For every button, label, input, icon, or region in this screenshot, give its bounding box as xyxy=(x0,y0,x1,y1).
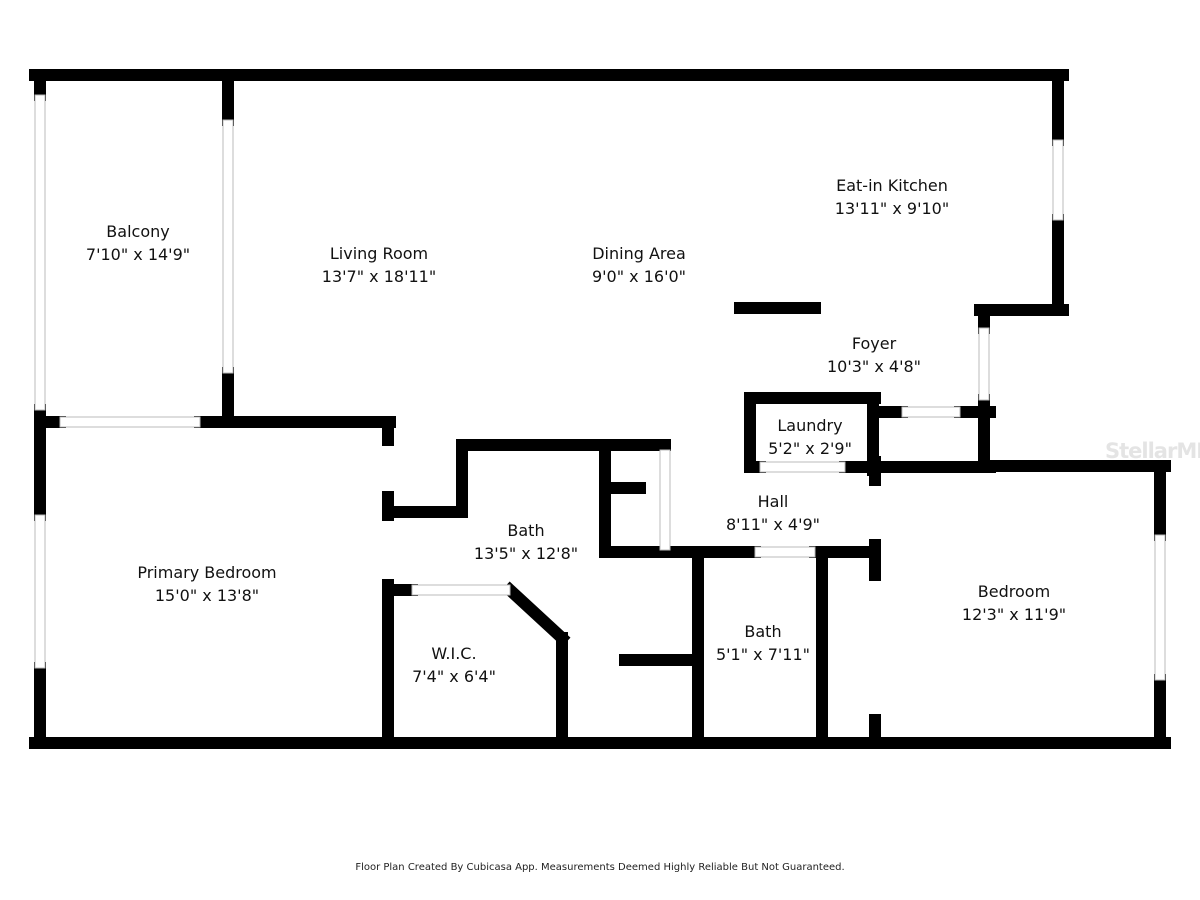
window-or-door-opening xyxy=(1154,534,1166,681)
window-or-door-opening xyxy=(34,514,46,669)
window-or-door-opening xyxy=(754,546,816,558)
footer-disclaimer: Floor Plan Created By Cubicasa App. Meas… xyxy=(355,862,845,873)
window-or-door-opening xyxy=(34,94,46,411)
window-or-door-opening xyxy=(222,119,234,374)
window-or-door-opening xyxy=(59,416,201,428)
window-or-door-opening xyxy=(978,327,990,401)
room-label-wic: W.I.C.7'4" x 6'4" xyxy=(412,644,496,686)
window-or-door-opening xyxy=(659,449,671,551)
window-or-door-opening xyxy=(1052,139,1064,221)
window-or-door-opening xyxy=(759,461,846,473)
watermark: StellarMLS xyxy=(1105,439,1200,463)
wall xyxy=(501,581,571,647)
window-or-door-opening xyxy=(901,406,961,418)
window-or-door-opening xyxy=(411,584,511,596)
